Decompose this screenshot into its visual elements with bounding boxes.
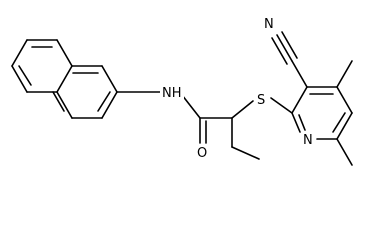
pyridine-nitrogen-label: N xyxy=(303,133,313,148)
bond-naph-15 xyxy=(56,91,73,119)
bond-pyr-8 xyxy=(291,112,301,133)
pyridine-group xyxy=(291,86,353,140)
bond-s-to-pyridine xyxy=(270,97,293,114)
pyridine-substituents xyxy=(271,31,353,166)
bond-pyr-4 xyxy=(336,86,353,114)
bond-methyl-6 xyxy=(336,138,353,166)
bond-pyr-6 xyxy=(332,112,346,133)
bond-ch2-to-ch3 xyxy=(231,146,260,160)
bond-naph-6 xyxy=(11,65,28,93)
bond-naph-16 xyxy=(52,91,65,112)
bond-cn-triple-3 xyxy=(271,37,288,65)
bond-naph-8 xyxy=(11,39,28,67)
bond-naph-7 xyxy=(18,65,32,86)
bond-ch-to-s xyxy=(231,100,254,119)
bond-naph-13 xyxy=(97,91,111,112)
bond-naph-3 xyxy=(56,39,73,67)
amide-chain xyxy=(116,91,260,160)
bond-cn-triple-1 xyxy=(276,34,293,62)
bond-cn-triple-2 xyxy=(281,31,298,59)
bond-naph-4 xyxy=(56,65,73,93)
bond-naph-11 xyxy=(101,65,118,93)
nitrile-nitrogen-label: N xyxy=(264,17,274,32)
naphthalene-group xyxy=(11,39,118,119)
bond-ring-to-cn xyxy=(291,60,308,88)
sulfur-label: S xyxy=(257,93,265,108)
bond-methyl-4 xyxy=(336,60,353,88)
thioether-link xyxy=(270,97,293,114)
bond-nh-to-carbonyl xyxy=(181,94,201,119)
bond-pyr-9 xyxy=(298,114,306,131)
bond-pyr-1 xyxy=(291,86,308,114)
amide-nh-label: NH xyxy=(162,86,182,101)
bond-pyr-5 xyxy=(336,112,353,140)
atom-labels: N C S NH N O xyxy=(160,15,315,161)
bond-naph-12 xyxy=(101,91,118,119)
carbonyl-oxygen-label: O xyxy=(197,146,207,161)
chemical-structure: N C S NH N O xyxy=(11,15,353,166)
